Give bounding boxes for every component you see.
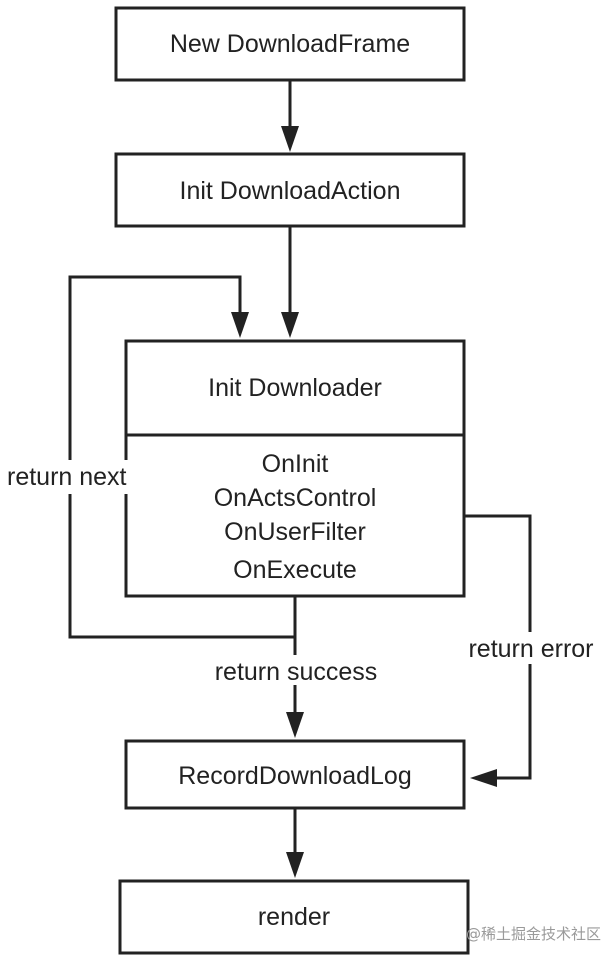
arrow-action-to-downloader (281, 226, 299, 338)
hook-on-execute: OnExecute (233, 556, 357, 584)
arrow-frame-to-action (281, 80, 299, 152)
edge-return-error-label: return error (468, 635, 593, 663)
edge-return-success-label: return success (215, 658, 378, 686)
edge-return-next-label: return next (7, 463, 127, 491)
watermark: @稀土掘金技术社区 (466, 925, 601, 943)
node-init-download-action: Init DownloadAction (114, 152, 466, 228)
hook-on-user-filter: OnUserFilter (224, 518, 366, 546)
node-record-download-log-label: RecordDownloadLog (178, 762, 411, 790)
node-new-download-frame-label: New DownloadFrame (170, 30, 410, 58)
node-init-downloader: Init Downloader OnInit OnActsControl OnU… (124, 339, 466, 598)
node-render-label: render (258, 903, 330, 931)
edge-return-error: return error (458, 514, 606, 787)
arrow-log-to-render (286, 808, 304, 878)
node-record-download-log: RecordDownloadLog (124, 739, 466, 810)
edge-return-next: return next (4, 275, 297, 639)
node-init-downloader-label: Init Downloader (208, 374, 382, 402)
node-render: render (118, 879, 470, 955)
node-init-download-action-label: Init DownloadAction (180, 177, 401, 205)
hook-on-init: OnInit (262, 450, 329, 478)
node-new-download-frame: New DownloadFrame (114, 6, 466, 82)
edge-return-success: return success (200, 637, 390, 738)
hook-on-acts-control: OnActsControl (214, 484, 377, 512)
